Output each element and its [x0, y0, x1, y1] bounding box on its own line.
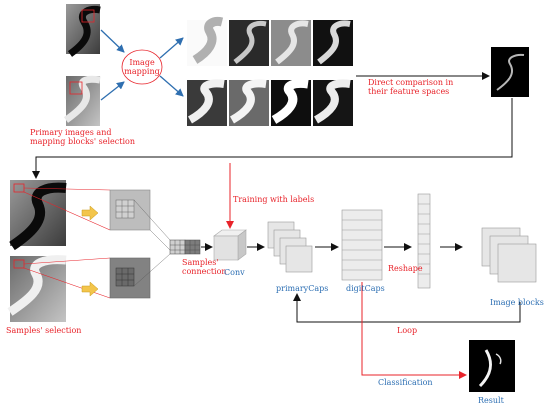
yellow-arrow-1 [81, 205, 99, 221]
conv-label: Conv [224, 268, 245, 277]
feature-space-row-1 [187, 17, 353, 66]
samples-connection-grid [169, 239, 201, 255]
primary-image-1 [66, 4, 101, 57]
reshape-label: Reshape [388, 264, 423, 273]
sample-image-2 [7, 255, 67, 322]
feature-space-row-2 [187, 79, 353, 126]
result-label: Result [478, 396, 504, 405]
primary-images-label: Primary images and mapping blocks' selec… [30, 128, 135, 146]
image-mapping-ellipse [121, 49, 163, 85]
primary-caps-stack [267, 221, 313, 273]
classification-label: Classification [378, 378, 433, 387]
sample-image-1 [9, 180, 67, 251]
loop-label: Loop [397, 326, 418, 335]
sample-patch-2 [109, 257, 151, 299]
conv-block [213, 229, 247, 261]
image-blocks-label: Image blocks [490, 298, 544, 307]
image-blocks-stack [481, 227, 537, 283]
digit-caps-block [341, 209, 383, 281]
result-image [469, 340, 515, 392]
samples-selection-label: Samples' selection [6, 326, 82, 335]
digit-caps-label: digitCaps [346, 284, 385, 293]
direct-comparison-label: Direct comparison in their feature space… [368, 78, 454, 96]
yellow-arrow-2 [81, 281, 99, 297]
image-mapping-label: Image mapping [124, 58, 160, 76]
primary-caps-label: primaryCaps [276, 284, 329, 293]
sample-patch-1 [109, 189, 151, 231]
training-with-labels-label: Training with labels [233, 195, 315, 204]
comparison-image [491, 47, 529, 97]
reshape-vector [417, 193, 431, 289]
primary-image-2 [63, 75, 101, 126]
samples-connection-label: Samples' connection [182, 258, 227, 276]
